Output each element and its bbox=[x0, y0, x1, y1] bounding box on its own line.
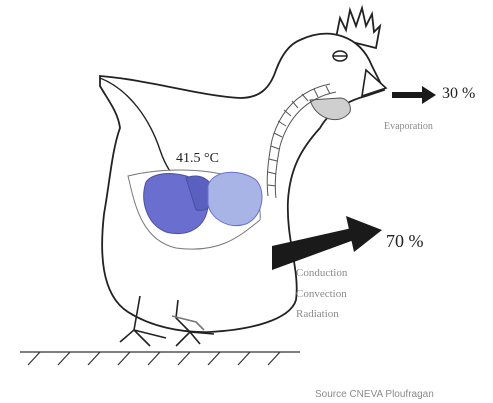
source-credit: Source CNEVA Ploufragan bbox=[315, 390, 434, 400]
evaporation-percent: 30 % bbox=[442, 86, 475, 102]
body-temperature-label: 41.5 °C bbox=[176, 152, 219, 166]
dry-heat-percent: 70 % bbox=[386, 232, 424, 250]
evaporation-arrow bbox=[392, 86, 436, 104]
evaporation-label: Evaporation bbox=[384, 122, 433, 132]
convection-label: Convection bbox=[296, 289, 347, 300]
ground-hatching bbox=[20, 352, 300, 365]
radiation-label: Radiation bbox=[296, 309, 339, 320]
conduction-label: Conduction bbox=[296, 268, 347, 279]
organ-light bbox=[208, 172, 262, 225]
